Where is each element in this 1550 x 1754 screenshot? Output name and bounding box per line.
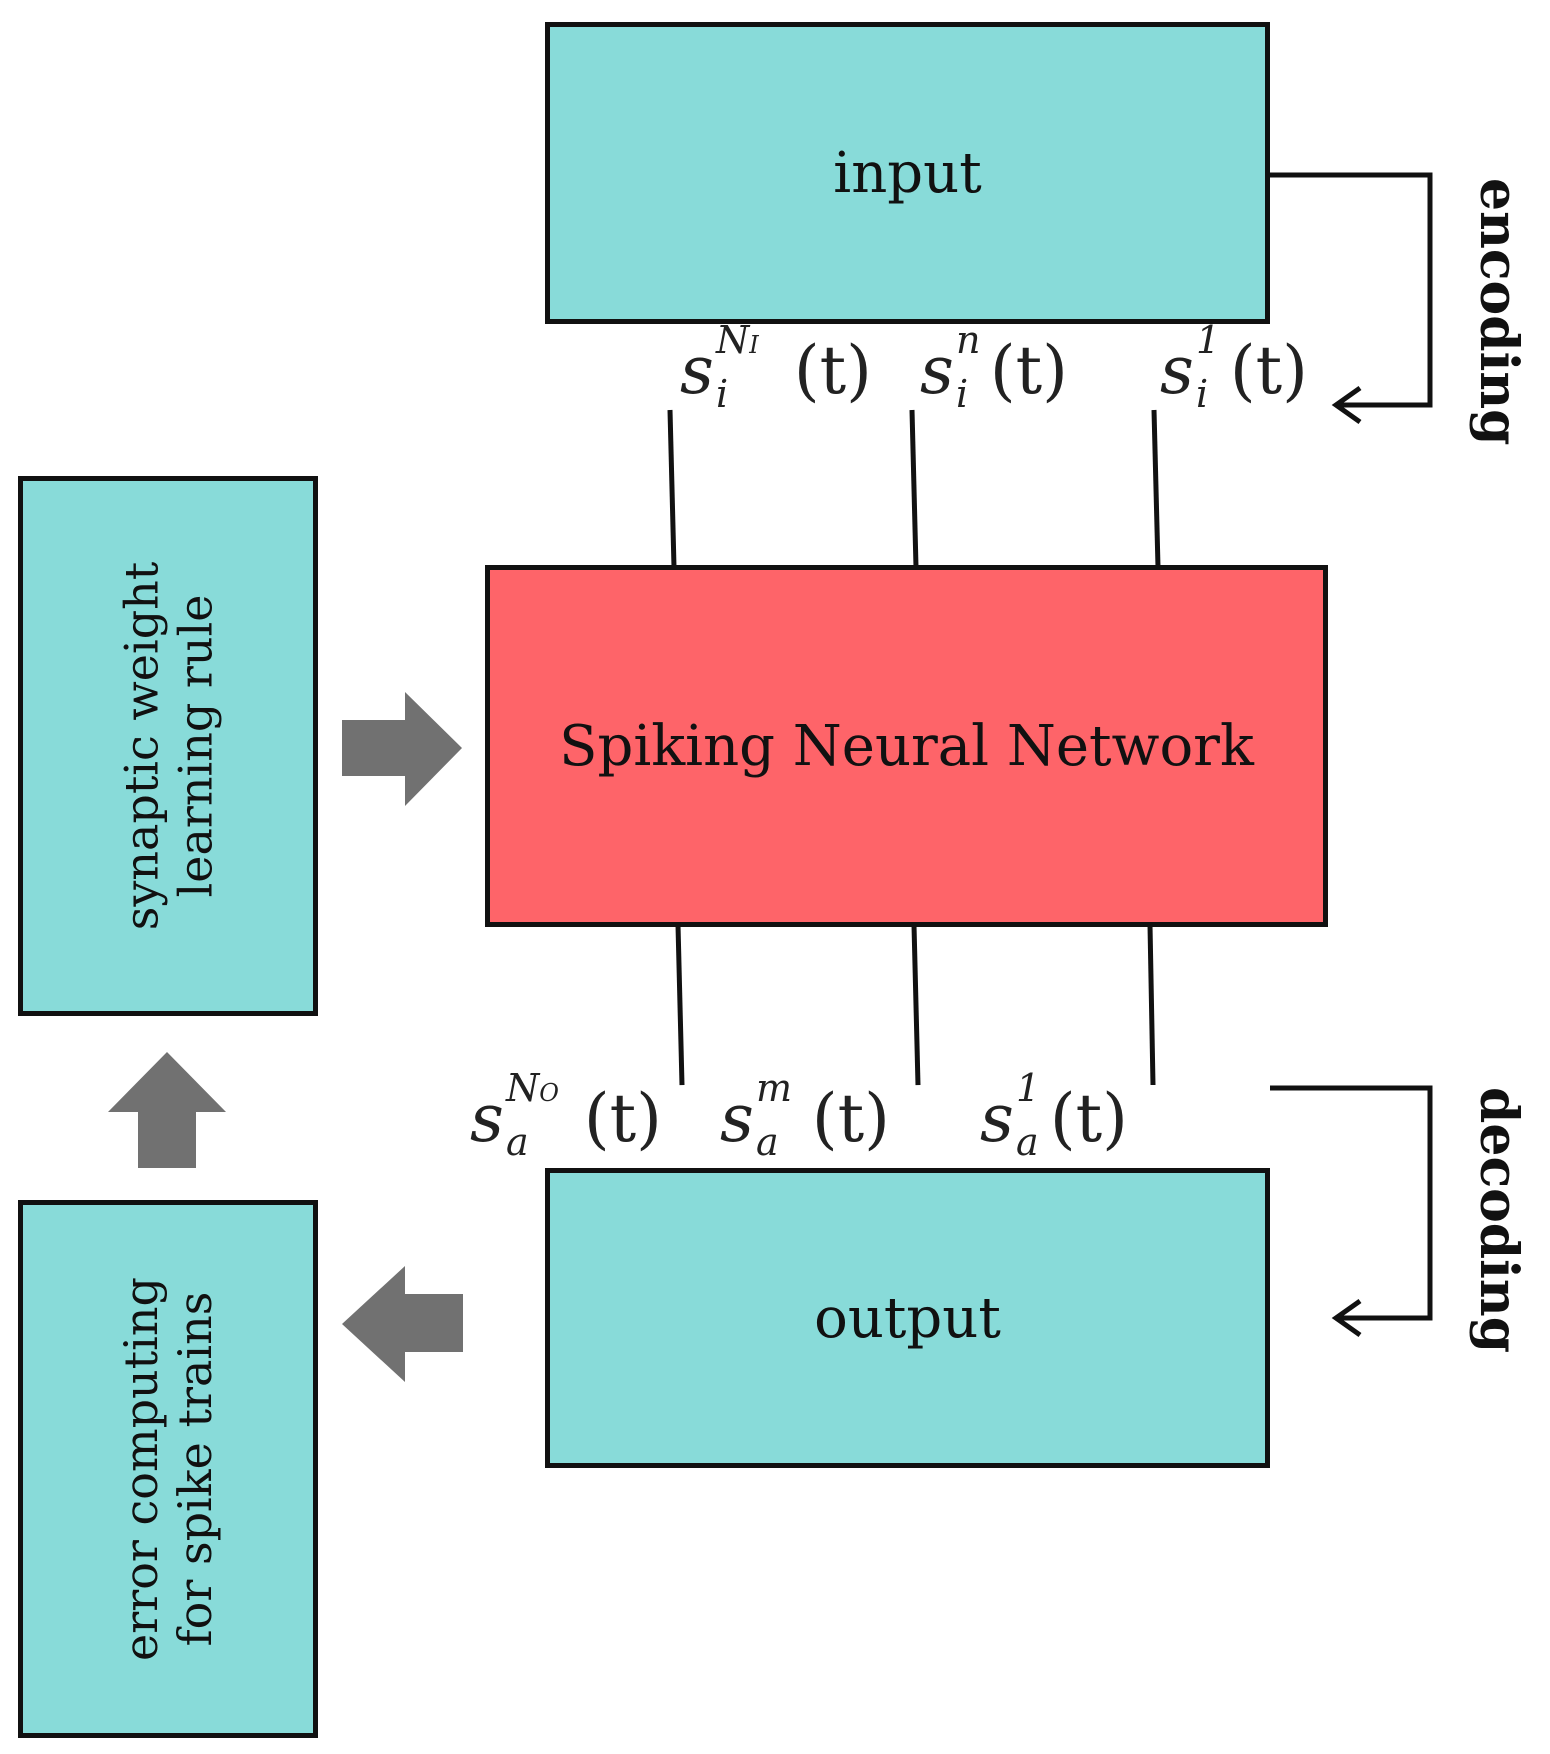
encoding-label: encoding (1468, 178, 1529, 446)
output-signal-3-sup: 1 (1016, 1066, 1041, 1110)
input-box-label: input (833, 140, 982, 206)
error-computing-box: error computing for spike trains (18, 1200, 318, 1738)
input-signal-1-sup: NI (716, 318, 759, 362)
output-signal-1-base: s (470, 1080, 504, 1157)
output-signal-1-sub: a (506, 1120, 529, 1164)
encoding-arrowhead (1331, 385, 1362, 425)
decoding-label: decoding (1468, 1087, 1529, 1354)
decoding-arrowhead (1331, 1298, 1362, 1338)
up-block-arrow (108, 1052, 226, 1168)
input-signal-3-sub: i (1196, 372, 1209, 416)
learning-rule-label: synaptic weight learning rule (114, 562, 222, 931)
output-spike-line-3 (1147, 924, 1156, 1086)
output-box-label: output (814, 1285, 1001, 1351)
input-signal-2-base: s (920, 332, 954, 409)
input-signal-1-base: s (680, 332, 714, 409)
input-signal-3-sup: 1 (1196, 318, 1221, 362)
output-signal-3-base: s (980, 1080, 1014, 1157)
input-spike-line-3 (1151, 409, 1161, 568)
input-spike-line-2 (909, 409, 919, 568)
input-signal-2-sup: n (956, 318, 981, 362)
output-signal-2-sup: m (756, 1066, 793, 1110)
learning-rule-line-1: synaptic weight (114, 561, 169, 931)
input-signal-2-sub: i (956, 372, 969, 416)
error-computing-line-2: for spike trains (168, 1291, 222, 1647)
snn-box-label: Spiking Neural Network (559, 713, 1254, 779)
output-signal-3-arg: (t) (1049, 1080, 1128, 1157)
output-signal-2-base: s (720, 1080, 754, 1157)
input-spike-line-1 (667, 409, 677, 568)
output-signal-1-arg: (t) (583, 1080, 662, 1157)
output-signal-1-sup: NO (506, 1066, 559, 1110)
error-computing-label: error computing for spike trains (114, 1277, 222, 1661)
output-signal-2-sub: a (756, 1120, 779, 1164)
output-signal-3-sub: a (1016, 1120, 1039, 1164)
learning-rule-line-2: learning rule (168, 594, 223, 898)
input-signal-1-sub: i (716, 372, 729, 416)
output-signal-2-arg: (t) (811, 1080, 890, 1157)
encoding-arrow (1270, 172, 1433, 408)
output-spike-line-1 (675, 924, 685, 1086)
output-spike-line-2 (911, 924, 921, 1086)
error-computing-line-1: error computing (114, 1277, 168, 1661)
input-signal-1-arg: (t) (793, 332, 872, 409)
input-signal-3-base: s (1160, 332, 1194, 409)
input-signal-2-arg: (t) (989, 332, 1068, 409)
output-box: output (545, 1168, 1270, 1468)
snn-box: Spiking Neural Network (485, 565, 1328, 927)
right-block-arrow (342, 692, 462, 806)
decoding-arrow (1270, 1085, 1433, 1321)
input-signal-3-arg: (t) (1229, 332, 1308, 409)
input-box: input (545, 22, 1270, 324)
learning-rule-box: synaptic weight learning rule (18, 476, 318, 1016)
left-block-arrow (342, 1266, 463, 1382)
